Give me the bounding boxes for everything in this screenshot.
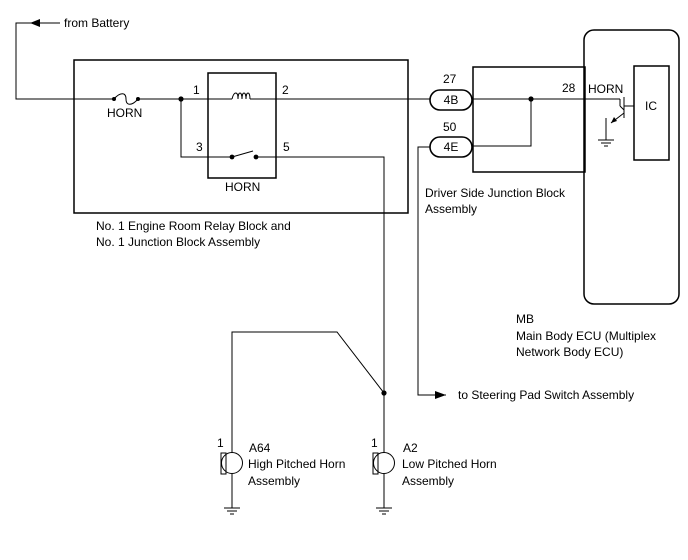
fuse-label: HORN bbox=[107, 106, 142, 120]
high-horn-ground-icon bbox=[224, 507, 240, 515]
high-horn-name-line1: High Pitched Horn bbox=[248, 457, 345, 471]
horn-relay-outline bbox=[207, 72, 277, 179]
battery-wire bbox=[15, 22, 110, 100]
connector-4B-label: 4B bbox=[444, 93, 459, 107]
ecu-ground-icon bbox=[598, 139, 614, 147]
connector-4E-label: 4E bbox=[444, 140, 459, 154]
battery-arrow-icon bbox=[30, 19, 40, 27]
ecu-code-label: MB bbox=[516, 312, 534, 326]
low-horn-code: A2 bbox=[403, 441, 418, 455]
low-horn-pin-label: 1 bbox=[371, 436, 378, 450]
low-horn-name-line1: Low Pitched Horn bbox=[402, 457, 497, 471]
battery-label: from Battery bbox=[64, 16, 129, 30]
pin-3-label: 3 bbox=[196, 140, 203, 154]
relay-block-name-line2: No. 1 Junction Block Assembly bbox=[96, 235, 260, 249]
high-horn-code: A64 bbox=[249, 441, 271, 455]
high-horn-pin-label: 1 bbox=[217, 436, 224, 450]
transistor-arrow-icon bbox=[611, 117, 617, 123]
driver-junction-block: 4B 27 4E 50 Driver Side Junction Block A… bbox=[425, 66, 620, 216]
relay-block-outline bbox=[73, 59, 409, 214]
relay-block-name-line1: No. 1 Engine Room Relay Block and bbox=[96, 219, 291, 233]
horn-wiring bbox=[231, 331, 387, 453]
relay-coil-icon bbox=[231, 92, 251, 100]
ecu-horn-label: HORN bbox=[588, 82, 623, 96]
transistor-collector bbox=[619, 105, 625, 111]
driver-jb-name-line1: Driver Side Junction Block bbox=[425, 186, 566, 200]
high-horn-icon-base bbox=[220, 452, 227, 475]
driver-jb-outline bbox=[472, 66, 586, 173]
relay-label: HORN bbox=[225, 180, 260, 194]
steering-pad-feed: to Steering Pad Switch Assembly bbox=[417, 146, 634, 402]
steering-arrow-icon bbox=[435, 391, 446, 399]
low-horn-icon-base bbox=[372, 452, 379, 475]
high-horn-feed-wire bbox=[231, 331, 385, 453]
connector-4B bbox=[429, 89, 473, 111]
pin-1-label: 1 bbox=[193, 83, 200, 97]
driver-jb-name-line2: Assembly bbox=[425, 202, 477, 216]
high-pitched-horn: 1 A64 High Pitched Horn Assembly bbox=[217, 436, 345, 515]
low-pitched-horn: 1 A2 Low Pitched Horn Assembly bbox=[371, 436, 497, 515]
battery-feed: from Battery bbox=[15, 16, 129, 100]
switch-blade bbox=[231, 150, 254, 158]
jb-internal-wire bbox=[472, 99, 532, 147]
pin-28-label: 28 bbox=[562, 81, 576, 95]
steering-label: to Steering Pad Switch Assembly bbox=[458, 388, 634, 402]
ic-label: IC bbox=[645, 99, 657, 113]
ecu-outline bbox=[583, 29, 680, 305]
relay-block: HORN 1 3 2 5 HORN No. 1 Engine Room Rela… bbox=[73, 59, 430, 388]
high-horn-name-line2: Assembly bbox=[248, 474, 300, 488]
ecu-name-line1: Main Body ECU (Multiplex bbox=[516, 329, 656, 343]
low-horn-icon bbox=[373, 452, 395, 474]
pin3-branch-wire bbox=[180, 99, 232, 158]
main-body-ecu: 28 HORN IC MB Main Body ECU (Multiplex N… bbox=[516, 29, 680, 359]
pin-5-label: 5 bbox=[283, 140, 290, 154]
pin5-to-horn-wire bbox=[256, 156, 385, 388]
ecu-name-line2: Network Body ECU) bbox=[516, 345, 623, 359]
ic-box bbox=[633, 65, 670, 161]
low-horn-name-line2: Assembly bbox=[402, 474, 454, 488]
fuse-icon bbox=[113, 93, 139, 105]
low-horn-ground-icon bbox=[376, 507, 392, 515]
pin-50-label: 50 bbox=[443, 120, 457, 134]
4E-to-steering-wire bbox=[417, 146, 446, 396]
pin-27-label: 27 bbox=[443, 72, 457, 86]
high-horn-icon bbox=[221, 452, 243, 474]
pin-2-label: 2 bbox=[282, 83, 289, 97]
